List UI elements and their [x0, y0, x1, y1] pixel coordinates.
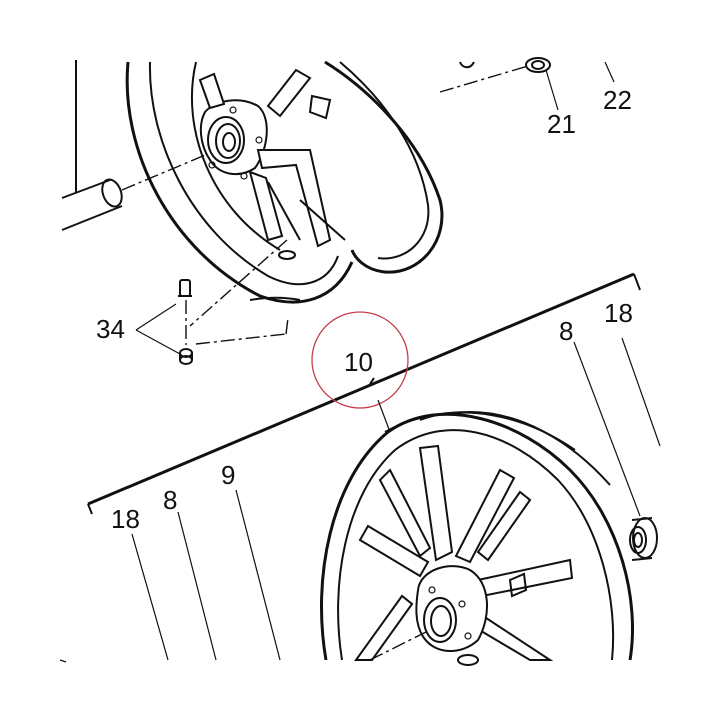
callout-18-right: 18 [604, 298, 633, 328]
upper-wheel-spokes [198, 68, 346, 260]
upper-wheel-hub [199, 99, 268, 180]
callout-8-right: 8 [559, 316, 573, 346]
highlight-circle [311, 311, 409, 409]
leader-22 [604, 61, 615, 83]
bearing-part-8-right [629, 517, 658, 561]
upper-wheel-rim [125, 60, 444, 304]
upper-axle-centerline [439, 65, 529, 93]
valve-centerline [189, 239, 288, 327]
callout-34: 34 [96, 314, 125, 344]
callout-22: 22 [603, 85, 632, 115]
callout-18-left: 18 [111, 504, 140, 534]
upper-wheel [61, 60, 529, 327]
lower-wheel [320, 410, 634, 666]
lower-axle-centerline [369, 629, 431, 661]
spacer-part-21 [459, 57, 559, 111]
leader-lines [59, 337, 661, 663]
lower-wheel-hub [415, 565, 528, 666]
callout-10: 10 [344, 347, 373, 377]
valve-bolt-part-34 [135, 279, 289, 365]
callout-8-left: 8 [163, 485, 177, 515]
lower-wheel-spokes [354, 444, 574, 661]
callout-21: 21 [547, 109, 576, 139]
callout-9: 9 [221, 460, 235, 490]
assembly-divider [87, 272, 641, 515]
